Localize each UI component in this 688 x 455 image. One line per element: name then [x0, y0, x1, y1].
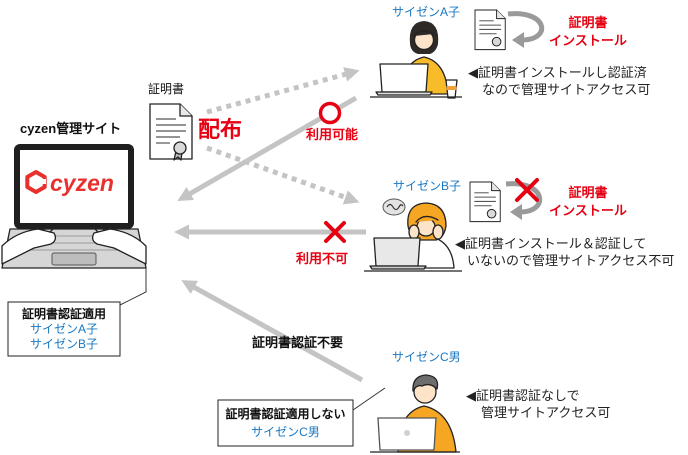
distribute-label: 配布 [198, 117, 242, 142]
user-c-note-line2: 管理サイトアクセス可 [481, 405, 610, 420]
user-a-name: サイゼンA子 [392, 5, 460, 19]
applied-box-connector [119, 268, 147, 306]
certificate-icon [149, 103, 193, 161]
applied-user-a: サイゼンA子 [30, 322, 98, 336]
not-applied-user-c: サイゼンC男 [251, 425, 320, 439]
user-b-install-line1: 証明書 [568, 185, 607, 200]
user-a-note-line1: ◀証明書インストールし認証済 [468, 65, 647, 80]
user-c-name: サイゼンC男 [392, 350, 461, 364]
install-cycle-icon [507, 11, 545, 48]
applied-box: 証明書認証適用 サイゼンA子 サイゼンB子 [7, 301, 121, 357]
user-b-figure [364, 198, 462, 272]
user-b-note-line1: ◀証明書インストール＆認証して [455, 236, 646, 251]
certificate-label: 証明書 [148, 82, 184, 96]
not-applied-box-connector [352, 387, 386, 411]
user-b-note-line2: いないので管理サイトアクセス不可 [467, 253, 674, 268]
user-b-install-line2: インストール [549, 203, 627, 218]
cross-icon [324, 221, 346, 243]
not-applied-box-title: 証明書認証適用しない [225, 406, 345, 421]
applied-user-b: サイゼンB子 [30, 337, 98, 351]
logo-text: cyzen [50, 170, 114, 196]
status-unavailable: 利用不可 [296, 251, 348, 266]
worry-bubble-icon [382, 198, 406, 216]
user-a-figure [370, 21, 462, 99]
user-b-certificate-icon [469, 181, 501, 223]
no-auth-label: 証明書認証不要 [252, 335, 343, 350]
circle-ok-icon [318, 101, 342, 125]
user-c-figure [370, 374, 460, 453]
distribute-arrow-a [206, 67, 360, 115]
user-a-install-line2: インストール [549, 33, 627, 48]
admin-laptop: cyzen [1, 144, 147, 269]
not-applied-box: 証明書認証適用しない サイゼンC男 [217, 399, 354, 447]
user-b-name: サイゼンB子 [393, 179, 461, 193]
admin-site-title: cyzen管理サイト [20, 121, 121, 136]
user-a-certificate-icon [474, 9, 506, 51]
user-c-note-line1: ◀証明書認証なしで [466, 388, 580, 403]
applied-box-title: 証明書認証適用 [22, 306, 106, 321]
hexagon-logo-icon [25, 170, 47, 194]
user-a-install-line1: 証明書 [568, 15, 607, 30]
typing-hands [1, 223, 147, 265]
status-available: 利用可能 [306, 127, 358, 142]
install-cycle-failed-icon [505, 178, 543, 220]
user-a-note-line2: なので管理サイトアクセス可 [482, 82, 650, 97]
access-arrow-c [181, 280, 364, 383]
